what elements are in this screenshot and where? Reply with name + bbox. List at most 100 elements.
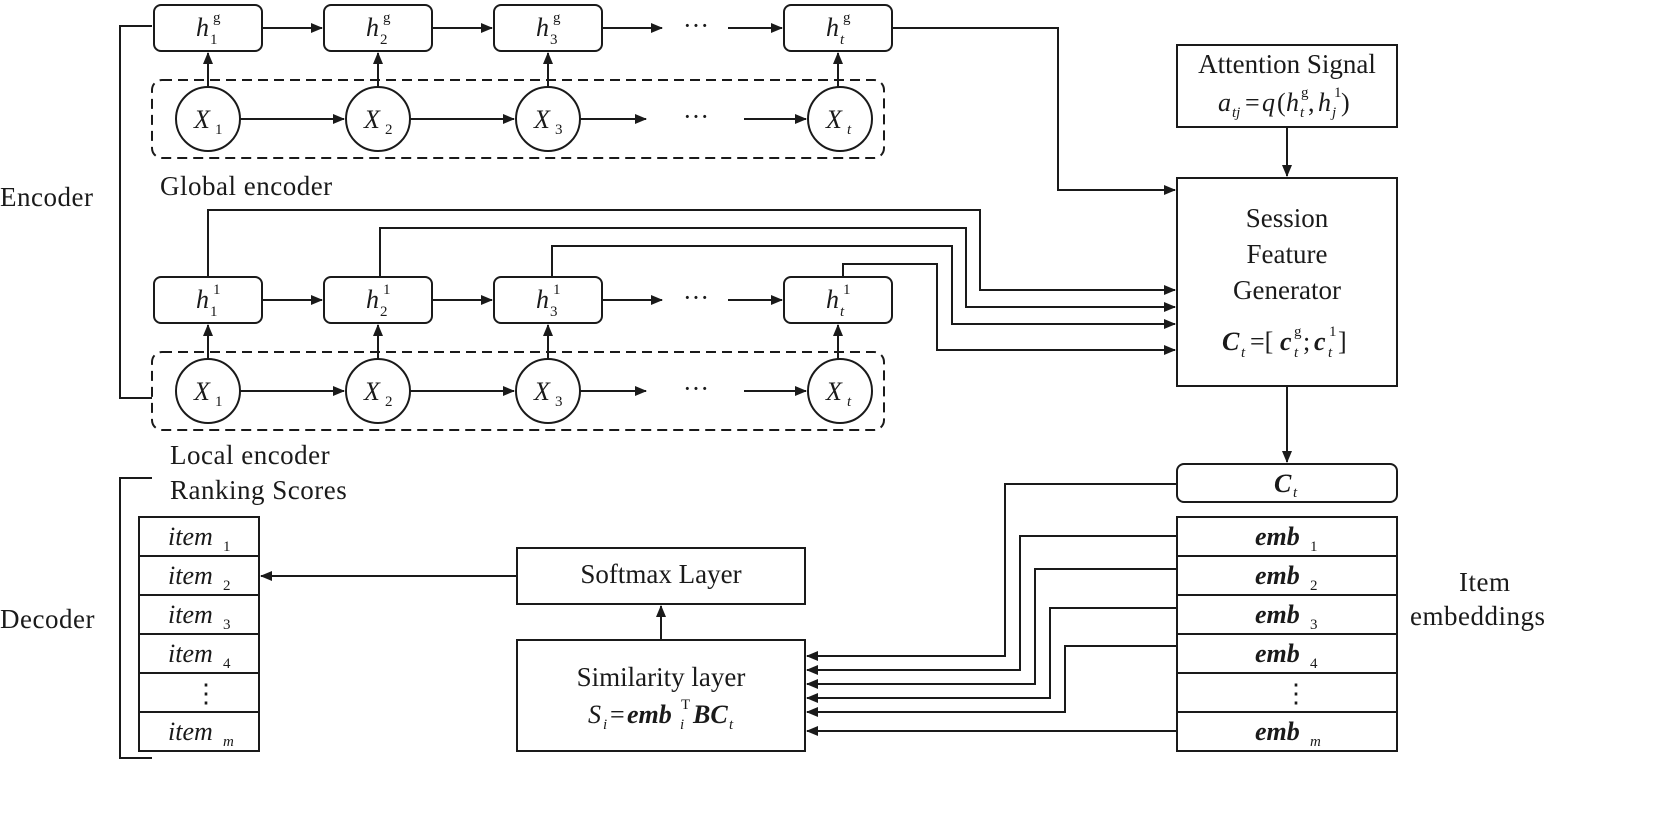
global-to-generator-connector xyxy=(892,27,1176,195)
svg-text:a: a xyxy=(1218,88,1231,117)
svg-text:t: t xyxy=(847,122,852,138)
embedding-labels: emb 1 emb 2 emb 3 emb 4 ⋮ emb m xyxy=(1255,522,1321,750)
svg-text:t: t xyxy=(840,304,845,320)
local-input-node xyxy=(807,358,873,424)
svg-text:2: 2 xyxy=(1310,578,1318,594)
svg-text:i: i xyxy=(603,717,607,733)
similarity-formula: S i = emb i T BC t xyxy=(588,697,734,733)
svg-text:tj: tj xyxy=(1232,105,1240,121)
svg-text:h: h xyxy=(536,285,549,314)
local-hidden-labels: h 1 1 h 1 2 h 1 3 h 1 t xyxy=(196,282,851,320)
svg-text:2: 2 xyxy=(380,304,388,320)
svg-text:t: t xyxy=(1300,105,1305,121)
global-input-node xyxy=(807,86,873,152)
embedding-to-similarity-connector xyxy=(806,568,1177,689)
generator-formula: C t =[ c g t ; c 1 t ] xyxy=(1222,324,1347,361)
svg-text:h: h xyxy=(196,13,209,42)
svg-text:j: j xyxy=(1330,105,1336,121)
svg-text:item: item xyxy=(168,522,213,551)
local-to-generator-connector xyxy=(207,209,1176,295)
svg-text:T: T xyxy=(681,697,690,713)
svg-text:emb: emb xyxy=(1255,600,1300,629)
svg-text:S: S xyxy=(588,700,601,729)
svg-text:2: 2 xyxy=(385,122,393,138)
svg-text:1: 1 xyxy=(1329,324,1337,340)
embedding-to-similarity-connector xyxy=(806,645,1177,717)
svg-text:=: = xyxy=(1245,88,1260,117)
local-encoder-label: Local encoder xyxy=(170,440,331,470)
svg-text:h: h xyxy=(826,285,839,314)
svg-text:h: h xyxy=(366,285,379,314)
global-hidden-sup: g xyxy=(843,10,851,26)
decoder-bracket xyxy=(119,477,152,759)
global-hidden-ellipsis: ··· xyxy=(683,11,709,40)
svg-text:1: 1 xyxy=(1334,85,1342,101)
local-to-generator-connector xyxy=(551,245,1176,329)
generator-title-line1: Session xyxy=(1246,203,1329,233)
svg-text:): ) xyxy=(1341,88,1350,117)
item-embeddings-label-line1: Item xyxy=(1459,567,1511,597)
svg-text:3: 3 xyxy=(550,32,558,48)
local-to-generator-connector xyxy=(379,227,1176,312)
local-input-ellipsis: ··· xyxy=(683,374,709,403)
ranking-ellipsis: ⋮ xyxy=(193,679,219,708)
encoder-label: Encoder xyxy=(0,182,94,212)
svg-text:h: h xyxy=(1286,88,1299,117)
svg-text:t: t xyxy=(1293,485,1298,501)
svg-text:h: h xyxy=(196,285,209,314)
svg-text:m: m xyxy=(223,734,234,750)
svg-text:X: X xyxy=(193,377,211,406)
embedding-to-similarity-connector xyxy=(806,607,1177,703)
attention-formula: a tj = q ( h g t , h 1 j ) xyxy=(1218,85,1350,121)
svg-text:2: 2 xyxy=(385,394,393,410)
svg-text:h: h xyxy=(366,13,379,42)
svg-text:c: c xyxy=(1280,327,1292,356)
ranking-item-labels: item 1 item 2 item 3 item 4 ⋮ item m xyxy=(168,522,234,750)
svg-text:emb: emb xyxy=(627,700,672,729)
softmax-layer-label: Softmax Layer xyxy=(580,559,741,589)
svg-text:=[: =[ xyxy=(1250,327,1273,356)
local-hidden-state-box xyxy=(783,276,893,324)
local-input-labels: X 1 X 2 X 3 X t xyxy=(193,377,852,410)
svg-text:item: item xyxy=(168,600,213,629)
global-hidden-sup: g xyxy=(553,10,561,26)
generator-title-line2: Feature xyxy=(1247,239,1328,269)
global-hidden-labels: h g 1 h g 2 h g 3 h g t xyxy=(196,10,851,48)
svg-text:C: C xyxy=(1274,469,1292,498)
svg-text:1: 1 xyxy=(1310,539,1318,555)
svg-text:1: 1 xyxy=(210,32,218,48)
svg-text:=: = xyxy=(610,700,625,729)
local-to-generator-connector xyxy=(842,263,1176,355)
svg-text:3: 3 xyxy=(555,122,563,138)
local-hidden-sup: 1 xyxy=(553,282,561,298)
ranking-scores-label: Ranking Scores xyxy=(170,475,348,505)
svg-text:item: item xyxy=(168,561,213,590)
svg-text:3: 3 xyxy=(550,304,558,320)
svg-text:g: g xyxy=(1301,85,1309,101)
attention-signal-title: Attention Signal xyxy=(1198,49,1376,79)
svg-text:3: 3 xyxy=(223,617,231,633)
svg-text:4: 4 xyxy=(223,656,231,672)
svg-text:i: i xyxy=(680,717,684,733)
svg-text:X: X xyxy=(363,377,381,406)
svg-text:3: 3 xyxy=(555,394,563,410)
embedding-ellipsis: ⋮ xyxy=(1283,679,1309,708)
svg-text:t: t xyxy=(847,394,852,410)
context-vector-label: C t xyxy=(1274,469,1298,501)
svg-text:item: item xyxy=(168,717,213,746)
local-hidden-sup: 1 xyxy=(843,282,851,298)
svg-text:]: ] xyxy=(1338,327,1347,356)
svg-text:emb: emb xyxy=(1255,522,1300,551)
svg-text:BC: BC xyxy=(692,700,728,729)
svg-text:X: X xyxy=(363,105,381,134)
svg-text:2: 2 xyxy=(380,32,388,48)
svg-text:C: C xyxy=(1222,327,1240,356)
embedding-to-similarity-connector xyxy=(806,535,1177,675)
svg-text:(: ( xyxy=(1277,88,1286,117)
item-embeddings-label-line2: embeddings xyxy=(1410,601,1546,631)
svg-text:X: X xyxy=(825,105,843,134)
generator-title-line3: Generator xyxy=(1233,275,1341,305)
svg-text:;: ; xyxy=(1303,327,1310,356)
svg-text:m: m xyxy=(1310,734,1321,750)
